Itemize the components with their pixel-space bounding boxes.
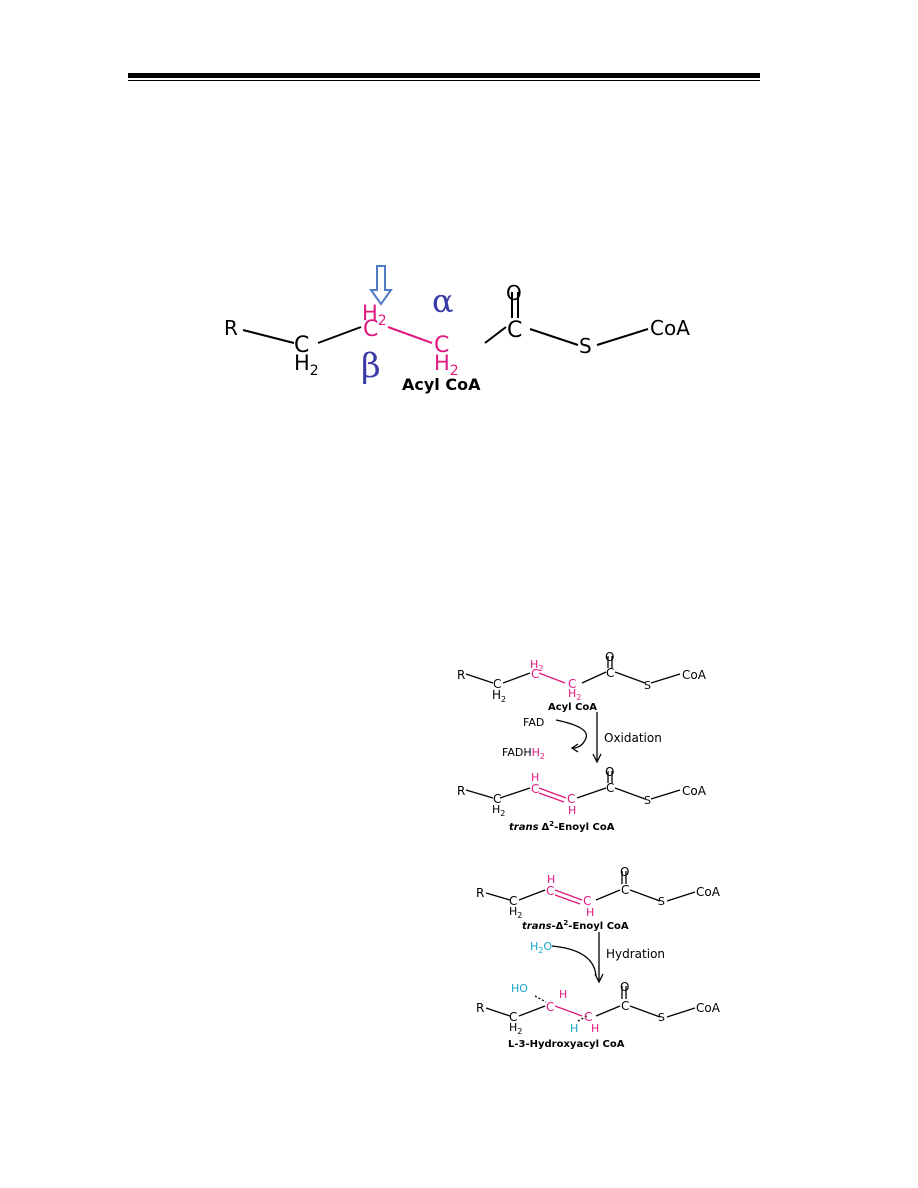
c-label-bottom-3: C [567,792,575,806]
o-label-bottom: O [605,765,614,779]
fad-label: FAD [523,716,544,729]
h2-label-top-3: H2 [568,687,581,702]
water-label: H2O [530,940,552,955]
c-label-top-2: C [531,667,539,681]
o-label-top: O [605,650,614,664]
s-label-bottom: S [644,794,651,807]
c-label-top-4: C [621,883,629,897]
ho-label: HO [511,982,528,995]
c-label-top-3: C [583,894,591,908]
r-label-top: R [457,668,465,682]
r-label-top: R [476,886,484,900]
c-label-bottom-2: C [531,782,539,796]
enoyl-coa-caption: trans-Δ2-Enoyl CoA [522,919,629,932]
oxygen-label: O [506,281,522,305]
alpha-carbon-label: C [434,333,449,358]
s-label-top: S [658,895,665,908]
r-label-bottom: R [457,784,465,798]
c-label-bottom-3: C [584,1010,592,1024]
header-rule-thin [128,80,760,81]
h2-label-top-2: H2 [530,658,543,673]
c-label-top-1: C [509,894,517,908]
alpha-symbol: α [432,282,454,320]
h-label-bottom-2: H [531,771,539,784]
r-label-bottom: R [476,1001,484,1015]
beta-symbol: β [361,346,381,386]
beta-h2-label: H2 [362,301,387,329]
coa-label-bottom: CoA [682,784,707,798]
c-label-top-1: C [493,677,501,691]
r-label: R [224,316,238,340]
beta-carbon-label: C [363,317,378,342]
h2-label: H2 [294,351,319,379]
carbon-label: C [294,333,309,358]
s-label-top: S [644,679,651,692]
h-label-cyan: H [570,1022,578,1035]
h-label-bottom-3: H [591,1022,599,1035]
acyl-coa-title: Acyl CoA [402,375,481,394]
h2-label-bottom-1: H2 [492,803,505,818]
h-label-top-3: H [586,906,594,919]
oxidation-label: Oxidation [604,731,662,745]
hydroxyacyl-coa-caption: L-3-Hydroxyacyl CoA [508,1039,625,1050]
h2-label-bottom-1: H2 [509,1021,522,1036]
c-label-top-2: C [546,884,554,898]
coa-label-top: CoA [696,885,721,899]
header-rule-thick [128,73,760,78]
fadh2-label: FADHH2 [502,746,545,761]
c-label-top-3: C [568,677,576,691]
h2-label-top-1: H2 [509,905,522,920]
c-label-bottom-1: C [509,1010,517,1024]
c-label-top-4: C [606,666,614,680]
alpha-h2-label: H2 [434,351,459,379]
coa-label-bottom: CoA [696,1001,721,1015]
c-label-bottom-4: C [606,781,614,795]
sulfur-label: S [579,334,592,358]
s-label-bottom: S [658,1011,665,1024]
c-label-bottom-4: C [621,999,629,1013]
acyl-coa-caption: Acyl CoA [548,702,597,713]
o-label-top: O [620,865,629,879]
h-label-top-2: H [547,873,555,886]
h-label-bottom-2: H [559,988,567,1001]
down-arrow-icon [369,265,393,306]
carbonyl-carbon-label: C [507,318,522,343]
coa-label-top: CoA [682,668,707,682]
hydration-label: Hydration [606,947,665,961]
o-label-bottom: O [620,980,629,994]
c-label-bottom-1: C [493,792,501,806]
coa-label: CoA [650,316,690,340]
h-label-bottom-3: H [568,804,576,817]
c-label-bottom-2: C [546,1000,554,1014]
h2-label-top-1: H2 [492,688,506,704]
